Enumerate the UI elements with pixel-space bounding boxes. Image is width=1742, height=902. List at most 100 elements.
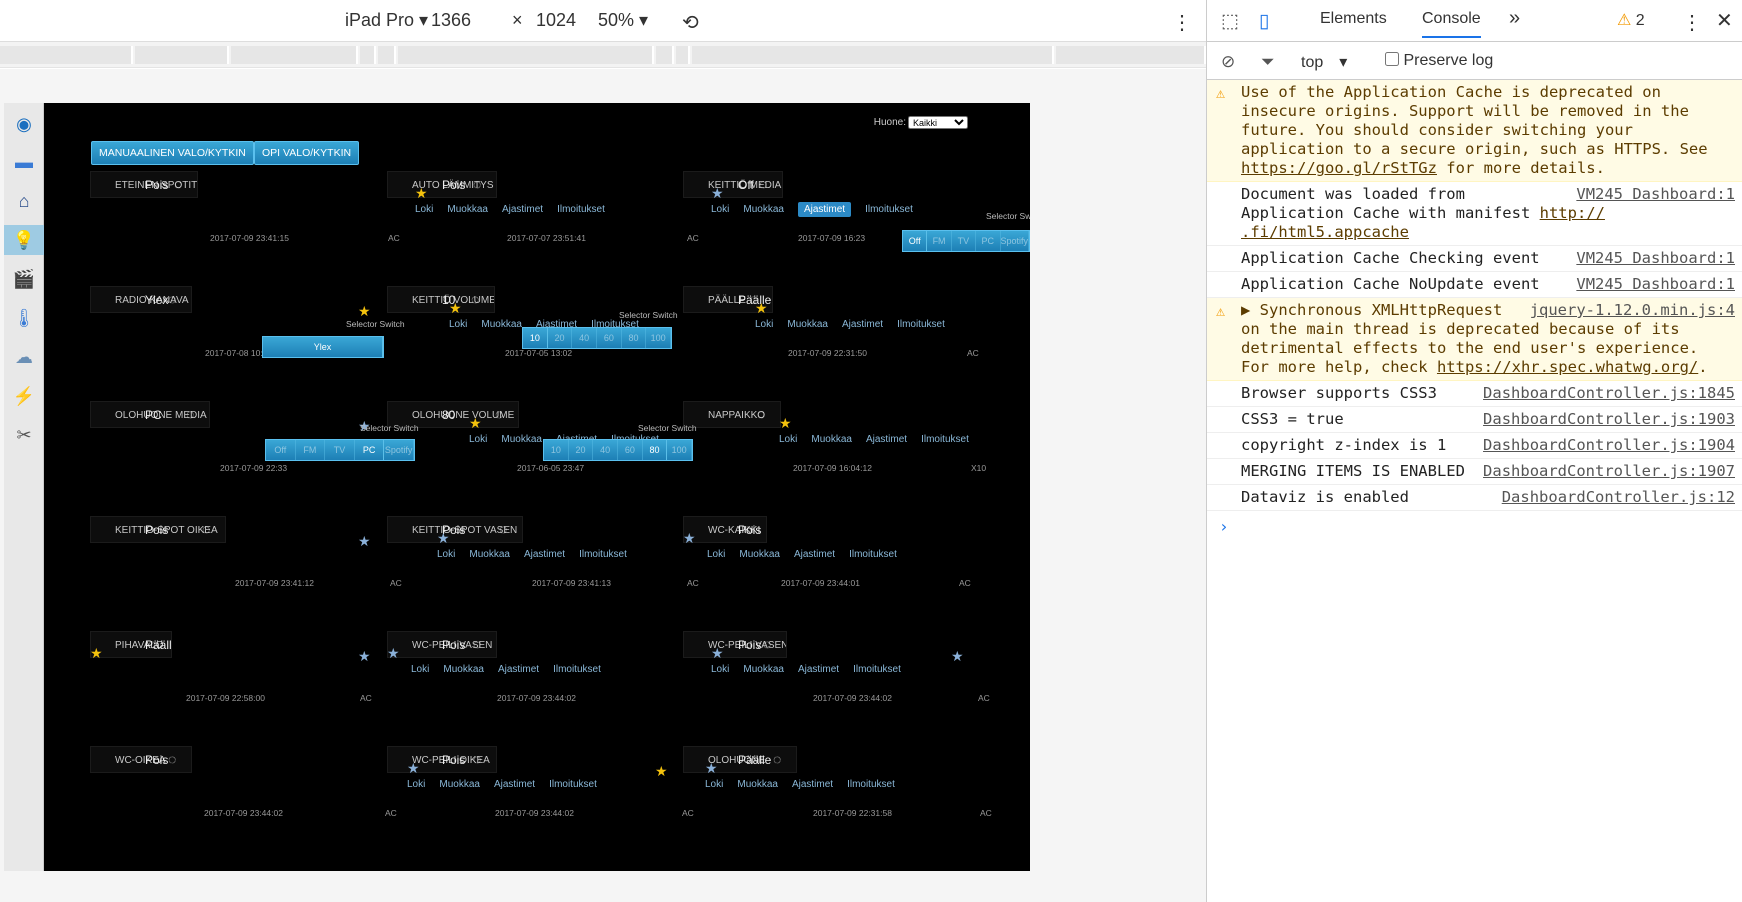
favorite-star-icon[interactable]: ★ [415,185,428,201]
more-options-icon[interactable]: ⋮ [1172,12,1192,34]
nav-house-icon[interactable]: ⌂ [18,190,30,211]
warning-count[interactable]: ⚠ 2 [1617,12,1645,29]
selector-option[interactable]: 40 [593,440,619,460]
selector-option[interactable]: PC [976,231,1001,251]
link-loki[interactable]: Loki [707,549,726,560]
manual-light-button[interactable]: MANUAALINEN VALO/KYTKIN [91,141,254,165]
link-muokkaa[interactable]: Muokkaa [501,434,542,445]
favorite-star-icon[interactable]: ★ [358,648,371,664]
link-loki[interactable]: Loki [437,549,456,560]
link-ajastimet[interactable]: Ajastimet [793,549,836,560]
selector-option[interactable]: FM [927,231,952,251]
favorite-star-icon[interactable]: ★ [358,418,371,434]
selector-option[interactable]: 40 [572,328,598,348]
device-name-box[interactable]: PIHAVALOPäälle [90,631,172,658]
link-muokkaa[interactable]: Muokkaa [811,434,852,445]
favorite-star-icon[interactable]: ★ [387,645,400,661]
selector-option[interactable]: 10 [523,328,548,348]
selector-option[interactable]: 60 [597,328,622,348]
clear-console-icon[interactable]: ⊘ [1221,52,1236,71]
link-muokkaa[interactable]: Muokkaa [739,549,780,560]
selector-option[interactable]: PC [355,440,385,460]
link-ilmoitukset[interactable]: Ilmoitukset [865,204,913,215]
message-source-link[interactable]: VM245 Dashboard:1 [1576,275,1735,293]
link-ilmoitukset[interactable]: Ilmoitukset [579,549,627,560]
device-select[interactable]: iPad Pro ▾ [345,10,429,30]
link-muokkaa[interactable]: Muokkaa [743,204,784,215]
link-ilmoitukset[interactable]: Ilmoitukset [847,779,895,790]
link-ajastimet[interactable]: Ajastimet [797,202,852,217]
link-ilmoitukset[interactable]: Ilmoitukset [849,549,897,560]
link-muokkaa[interactable]: Muokkaa [743,664,784,675]
selector-option[interactable]: 60 [618,440,643,460]
link-ilmoitukset[interactable]: Ilmoitukset [897,319,945,330]
link-loki[interactable]: Loki [415,204,434,215]
height-field[interactable]: 1024 [536,10,577,30]
link-ilmoitukset[interactable]: Ilmoitukset [921,434,969,445]
link-muokkaa[interactable]: Muokkaa [447,204,488,215]
link-loki[interactable]: Loki [779,434,798,445]
message-link[interactable]: https://xhr.spec.whatwg.org/ [1436,358,1699,376]
selector-option[interactable]: 100 [667,440,693,460]
favorite-star-icon[interactable]: ★ [407,760,420,776]
favorite-star-icon[interactable]: ★ [358,533,371,549]
rotate-icon[interactable]: ⟲ [682,12,699,34]
link-ajastimet[interactable]: Ajastimet [535,319,578,330]
link-loki[interactable]: Loki [411,664,430,675]
selector-option[interactable]: Off [266,440,296,460]
console-warning[interactable]: ⚠jquery-1.12.0.min.js:4▶ Synchronous XML… [1207,298,1742,381]
link-ilmoitukset[interactable]: Ilmoitukset [591,319,639,330]
inspect-icon[interactable]: ⬚ [1221,11,1239,32]
link-loki[interactable]: Loki [711,664,730,675]
favorite-star-icon[interactable]: ★ [711,645,724,661]
link-muokkaa[interactable]: Muokkaa [443,664,484,675]
link-muokkaa[interactable]: Muokkaa [737,779,778,790]
selector-option[interactable]: 20 [548,328,573,348]
message-link[interactable]: https://goo.gl/rStTGz [1241,159,1437,177]
selector-option[interactable]: TV [325,440,355,460]
message-link[interactable]: http:// .fi/html5.appcache [1241,204,1605,241]
nav-weather-icon[interactable]: ☁ [15,346,33,367]
link-muokkaa[interactable]: Muokkaa [787,319,828,330]
favorite-star-icon[interactable]: ★ [705,760,718,776]
nav-scenes-icon[interactable]: 🎬 [12,268,36,289]
favorite-star-icon[interactable]: ★ [358,303,371,319]
link-loki[interactable]: Loki [449,319,468,330]
message-source-link[interactable]: DashboardController.js:1903 [1483,410,1735,428]
link-loki[interactable]: Loki [469,434,488,445]
favorite-star-icon[interactable]: ★ [469,415,482,431]
link-muokkaa[interactable]: Muokkaa [481,319,522,330]
device-toggle-icon[interactable]: ▯ [1259,11,1270,32]
media-query-bar[interactable] [0,42,1206,68]
selector-option[interactable]: Ylex [263,337,383,357]
tab-elements[interactable]: Elements [1320,10,1387,27]
message-source-link[interactable]: VM245 Dashboard:1 [1576,185,1735,203]
favorite-star-icon[interactable]: ★ [755,300,768,316]
nav-thermometer-icon[interactable]: 🌡 [12,307,36,328]
nav-lightbulb-icon[interactable]: 💡 [4,225,44,255]
link-muokkaa[interactable]: Muokkaa [439,779,480,790]
context-select[interactable]: top▾ [1301,52,1347,72]
selector-option[interactable]: Off [903,231,928,251]
room-select[interactable]: Kaikki [908,116,968,129]
nav-floorplan-icon[interactable]: ▬ [15,151,33,172]
link-loki[interactable]: Loki [705,779,724,790]
device-name-box[interactable]: NAPPAIKKO [683,401,781,428]
zoom-select[interactable]: 50% ▾ [598,10,649,30]
console-prompt[interactable]: › [1219,517,1229,536]
favorite-star-icon[interactable]: ★ [711,185,724,201]
message-source-link[interactable]: DashboardController.js:1845 [1483,384,1735,402]
link-ajastimet[interactable]: Ajastimet [501,204,544,215]
